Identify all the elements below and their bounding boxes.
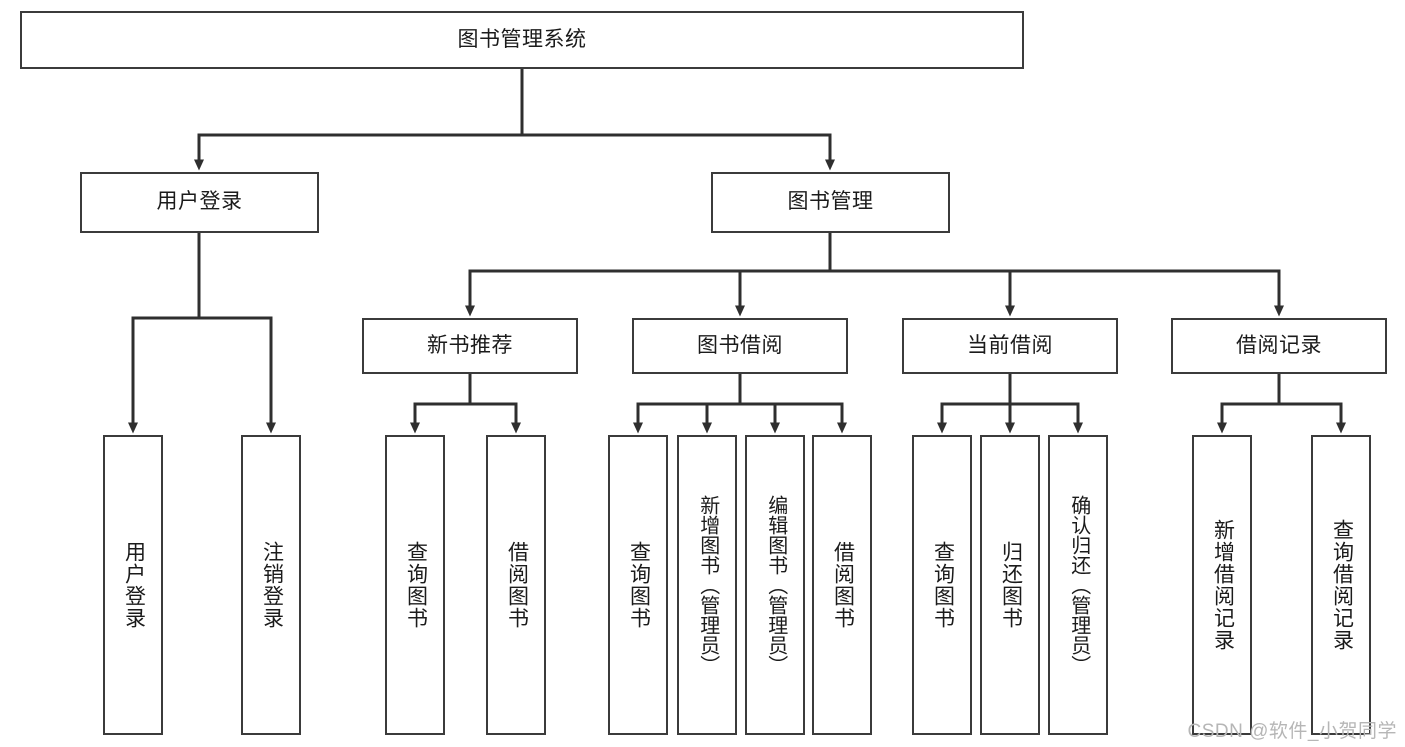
node-current-borrow[interactable]: 当前借阅 (902, 318, 1118, 374)
leaf-user-login-label: 用户登录 (122, 541, 146, 629)
leaf-edit-book-admin-label: 编辑图书（管理员） (764, 495, 787, 675)
leaf-borrow-book-recommend-label: 借阅图书 (505, 541, 529, 629)
leaf-query-borrow-record-label: 查询借阅记录 (1330, 519, 1354, 651)
leaf-return-book[interactable]: 归还图书 (980, 435, 1040, 735)
leaf-query-borrow-record[interactable]: 查询借阅记录 (1311, 435, 1371, 735)
leaf-query-book-recommend[interactable]: 查询图书 (385, 435, 445, 735)
leaf-logout-label: 注销登录 (260, 541, 284, 629)
leaf-borrow-book-label: 借阅图书 (831, 541, 855, 629)
node-current-borrow-label: 当前借阅 (967, 333, 1053, 357)
watermark: CSDN @软件_小贺同学 (1187, 721, 1397, 742)
leaf-edit-book-admin[interactable]: 编辑图书（管理员） (745, 435, 805, 735)
leaf-confirm-return-admin-label: 确认归还（管理员） (1067, 495, 1090, 675)
node-root[interactable]: 图书管理系统 (20, 11, 1024, 69)
node-user-login[interactable]: 用户登录 (80, 172, 319, 233)
node-new-book-recommend-label: 新书推荐 (427, 333, 513, 357)
leaf-add-book-admin-label: 新增图书（管理员） (696, 495, 719, 675)
leaf-borrow-book[interactable]: 借阅图书 (812, 435, 872, 735)
leaf-borrow-book-recommend[interactable]: 借阅图书 (486, 435, 546, 735)
node-book-management-label: 图书管理 (787, 190, 874, 214)
leaf-query-book-current[interactable]: 查询图书 (912, 435, 972, 735)
node-borrow-records-label: 借阅记录 (1236, 333, 1322, 357)
node-book-management[interactable]: 图书管理 (711, 172, 950, 233)
node-new-book-recommend[interactable]: 新书推荐 (362, 318, 578, 374)
leaf-confirm-return-admin[interactable]: 确认归还（管理员） (1048, 435, 1108, 735)
node-root-label: 图书管理系统 (457, 27, 587, 51)
leaf-query-book-current-label: 查询图书 (931, 541, 955, 629)
leaf-query-book-recommend-label: 查询图书 (404, 541, 428, 629)
node-user-login-label: 用户登录 (156, 190, 243, 214)
leaf-query-book-borrow-label: 查询图书 (627, 541, 651, 629)
leaf-add-borrow-record[interactable]: 新增借阅记录 (1192, 435, 1252, 735)
node-borrow-records[interactable]: 借阅记录 (1171, 318, 1387, 374)
leaf-query-book-borrow[interactable]: 查询图书 (608, 435, 668, 735)
leaf-return-book-label: 归还图书 (999, 541, 1023, 629)
leaf-add-borrow-record-label: 新增借阅记录 (1211, 519, 1235, 651)
leaf-user-login[interactable]: 用户登录 (103, 435, 163, 735)
node-book-borrow-label: 图书借阅 (697, 333, 783, 357)
node-book-borrow[interactable]: 图书借阅 (632, 318, 848, 374)
leaf-add-book-admin[interactable]: 新增图书（管理员） (677, 435, 737, 735)
leaf-logout[interactable]: 注销登录 (241, 435, 301, 735)
